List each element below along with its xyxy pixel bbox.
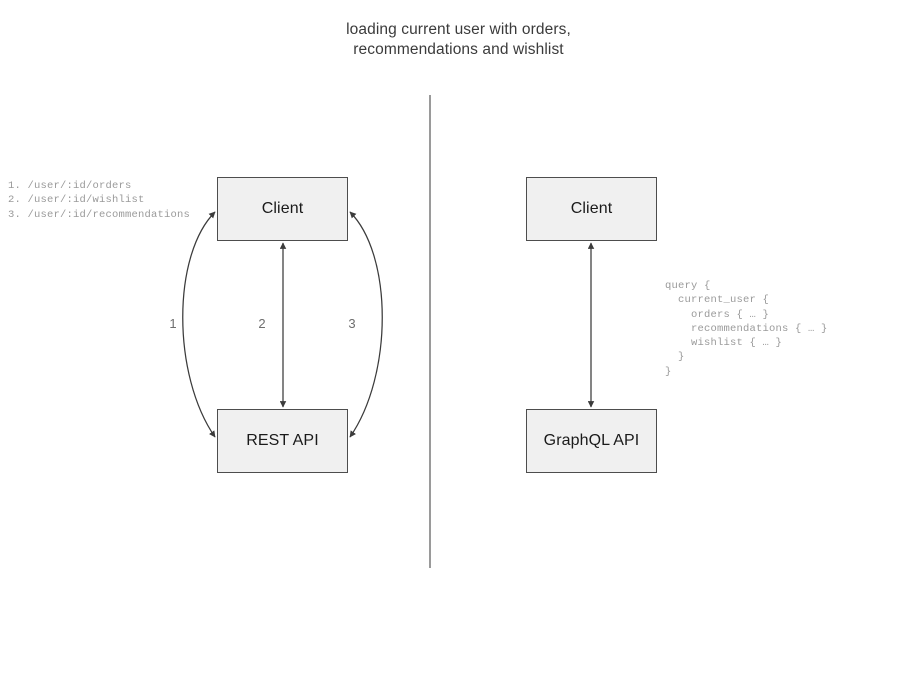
node-label: REST API (246, 432, 319, 449)
graphql-query-snippet: query { current_user { orders { … } reco… (665, 280, 828, 378)
page-title: loading current user with orders, recomm… (346, 21, 571, 58)
node-rest-api[interactable]: REST API (217, 409, 348, 473)
edge-label-2: 2 (258, 316, 266, 331)
node-label: Client (570, 200, 613, 217)
edge-label-1: 1 (169, 316, 177, 331)
node-label: GraphQL API (543, 432, 640, 449)
node-label: Client (261, 200, 304, 217)
connector-edge-1 (182, 211, 216, 438)
rest-endpoints-list: 1. /user/:id/orders 2. /user/:id/wishlis… (8, 180, 191, 221)
node-graphql-api[interactable]: GraphQL API (526, 409, 657, 473)
node-client-graphql[interactable]: Client (526, 177, 657, 241)
edge-label-3: 3 (348, 316, 356, 331)
node-client-rest[interactable]: Client (217, 177, 348, 241)
